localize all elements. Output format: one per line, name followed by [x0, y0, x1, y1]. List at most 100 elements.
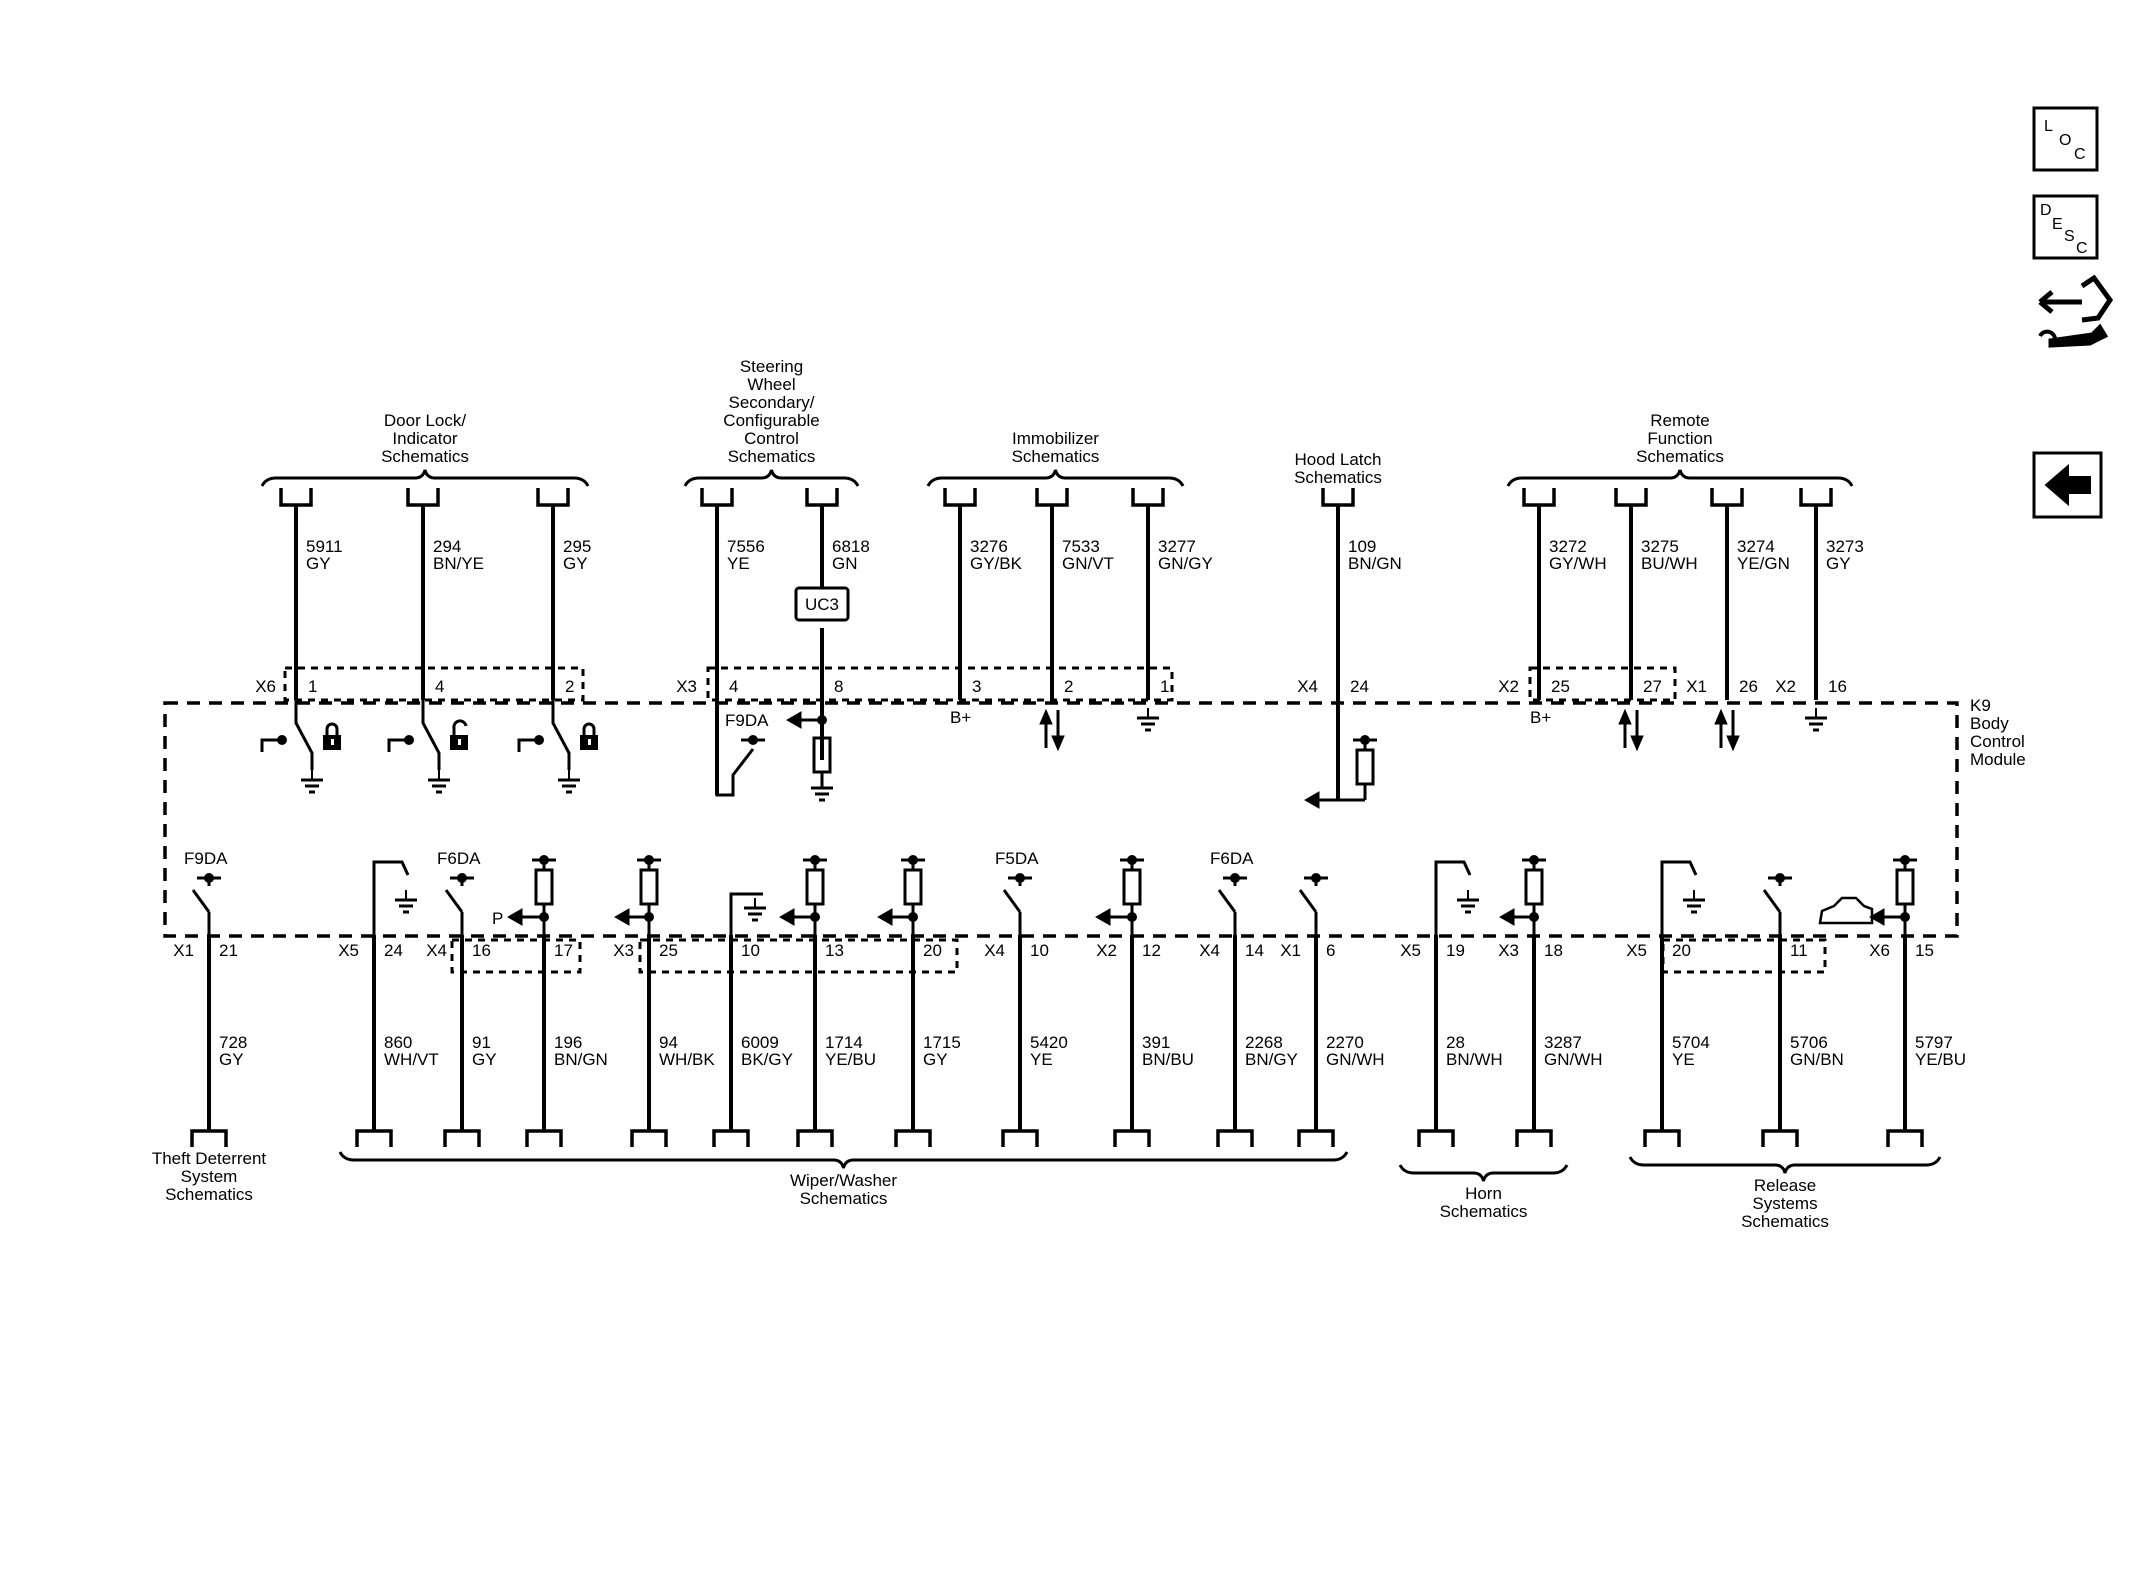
wire-segment — [444, 889, 464, 913]
pin-number: 2 — [565, 677, 574, 696]
wire-segment — [1714, 708, 1728, 725]
ground-switch — [1660, 860, 1705, 935]
wire-segment — [260, 738, 282, 752]
wire-segment — [1298, 889, 1318, 913]
keyhole — [458, 739, 461, 745]
circuit-number: 7533 — [1062, 537, 1100, 556]
wire-color: GY — [923, 1050, 948, 1069]
uc3-component: UC3 — [794, 586, 850, 622]
wire-segment — [1297, 1129, 1335, 1147]
resistor-icon — [1895, 868, 1915, 906]
wire-color: YE — [727, 554, 750, 573]
wire-color: GN/GY — [1158, 554, 1213, 573]
pin-number: 27 — [1643, 677, 1662, 696]
wire-segment — [630, 1129, 668, 1147]
lock-icon — [580, 722, 598, 750]
pin-number: 4 — [435, 677, 444, 696]
group-label: Configurable — [723, 411, 819, 430]
circuit-number: 1714 — [825, 1033, 863, 1052]
wire-color: GY — [219, 1050, 244, 1069]
loc-button[interactable]: LOC — [2032, 106, 2099, 172]
loc-button-frame[interactable] — [2032, 106, 2099, 172]
connector-outline — [1528, 666, 1677, 702]
pin-number: 16 — [1828, 677, 1847, 696]
pin-number: 20 — [923, 941, 942, 960]
wire-color: GY — [472, 1050, 497, 1069]
wire-color: GY — [306, 554, 331, 573]
wire-segment — [2038, 329, 2058, 348]
wire-segment — [876, 908, 893, 926]
group-label: Schematics — [1636, 447, 1724, 466]
circuit-number: 728 — [219, 1033, 247, 1052]
wire-segment — [452, 719, 468, 735]
circuit-number: 91 — [472, 1033, 491, 1052]
circuit-number: 6009 — [741, 1033, 779, 1052]
wire-color: BN/BU — [1142, 1050, 1194, 1069]
connector-id: X4 — [984, 941, 1005, 960]
connector-id: X5 — [1626, 941, 1647, 960]
group-label: Control — [744, 429, 799, 448]
wire-segment — [785, 711, 802, 729]
circuit-number: 5911 — [306, 537, 343, 556]
wire-color: GY/WH — [1549, 554, 1607, 573]
circuit-number: 3274 — [1737, 537, 1775, 556]
pin-number: 17 — [554, 941, 573, 960]
group-label: Hood Latch — [1295, 450, 1382, 469]
pin-number: 24 — [384, 941, 403, 960]
desc-button-frame[interactable] — [2032, 194, 2099, 260]
circuit-number: 295 — [563, 537, 591, 556]
desc-letter: C — [2076, 240, 2088, 257]
wire-segment — [894, 1129, 932, 1147]
wire-segment — [2080, 274, 2114, 323]
wire-segment — [506, 908, 523, 926]
wire-color: YE — [1672, 1050, 1695, 1069]
connector-id: X1 — [1280, 941, 1301, 960]
group-label: Release — [1754, 1176, 1816, 1195]
fuse-label: F6DA — [437, 849, 481, 868]
bottom-pullup — [1868, 855, 1917, 935]
pin-number: 21 — [219, 941, 238, 960]
circuit-number: 294 — [433, 537, 461, 556]
bottom-switch: F5DA — [995, 849, 1039, 935]
ground-switch — [372, 860, 417, 935]
wire-segment — [1001, 1129, 1039, 1147]
circuit-number: 5797 — [1915, 1033, 1953, 1052]
connector-tool-button[interactable] — [2038, 274, 2114, 348]
wire-segment — [260, 469, 590, 487]
wire-segment — [421, 700, 441, 770]
wire-segment — [1522, 488, 1556, 507]
pin-number: 10 — [1030, 941, 1049, 960]
wire-segment — [1131, 488, 1165, 507]
wire-color: YE/BU — [1915, 1050, 1966, 1069]
module-label: Module — [1970, 750, 2026, 769]
wire-segment — [805, 488, 839, 507]
loc-letter: C — [2074, 146, 2086, 163]
wire-segment — [1643, 1129, 1681, 1147]
wire-segment — [517, 738, 539, 752]
wire-segment — [2044, 463, 2091, 507]
circuit-number: 109 — [1348, 537, 1376, 556]
wire-segment — [613, 908, 630, 926]
connector-outline — [450, 938, 582, 974]
circuit-number: 3273 — [1826, 537, 1864, 556]
pin-number: 1 — [308, 677, 317, 696]
connector-id: X4 — [1297, 677, 1318, 696]
fuse-label: F9DA — [725, 711, 769, 730]
wire-segment — [443, 1129, 481, 1147]
wire-segment — [582, 722, 596, 735]
back-button[interactable] — [2032, 451, 2103, 519]
connector-id: X5 — [1400, 941, 1421, 960]
door-lock-switch — [387, 700, 468, 794]
